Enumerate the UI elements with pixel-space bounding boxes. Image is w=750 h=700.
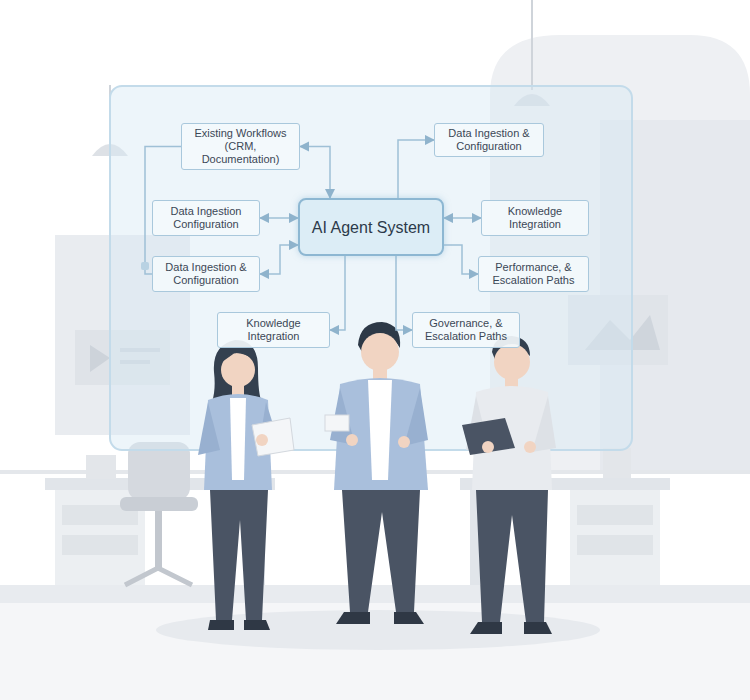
man-center-figure-part [361,333,399,371]
man-center-figure-part [325,415,349,431]
component-box: Data Ingestion & Configuration [152,256,260,292]
office-chair-part [155,511,162,571]
man-center-figure [325,322,428,624]
room-background-part [90,345,110,372]
woman-figure-part [252,418,294,456]
connector-line [396,256,412,330]
box-label: Data Ingestion & Configuration [159,261,253,287]
box-label: Governance, & Escalation Paths [419,317,513,343]
lamps-part [531,0,533,90]
man-right-figure-part [524,441,536,453]
desks-part [62,535,138,555]
man-center-figure-part [346,434,358,446]
man-right-figure-part [532,396,556,452]
box-label: Data Ingestion Configuration [159,205,253,231]
man-right-figure-part [524,622,552,634]
component-box: Existing Workflows (CRM, Documentation) [181,123,300,170]
man-center-figure-part [398,436,410,448]
component-box: Knowledge Integration [217,312,330,348]
box-label: AI Agent System [312,218,430,237]
office-chair [120,442,198,585]
room-background-part [0,585,750,603]
office-chair-part [125,568,192,585]
connector-joint [141,262,149,270]
man-center-figure-part [368,380,392,480]
component-box: Performance, & Escalation Paths [478,256,589,292]
room-background-part [0,585,750,700]
connector-line [444,217,481,219]
man-center-figure-part [336,612,370,624]
component-box: Governance, & Escalation Paths [412,312,520,348]
box-label: Performance, & Escalation Paths [485,261,582,287]
man-right-figure [462,336,556,634]
man-right-figure-part [462,418,515,455]
connector-line [300,147,330,199]
component-box: Knowledge Integration [481,200,589,236]
desks-part [577,505,653,525]
man-right-figure-part [482,441,494,453]
woman-figure-part [208,620,234,630]
woman-figure-part [244,620,270,630]
woman-figure-part [256,434,268,446]
connector-line [330,256,345,330]
box-label: Data Ingestion & Configuration [441,127,537,153]
woman-figure-part [230,398,246,480]
desks-part [86,455,116,479]
connector-line [398,140,434,198]
woman-figure-part [212,340,262,402]
woman-figure-part [210,490,268,620]
woman-figure-part [198,402,220,455]
connector-line [444,245,478,274]
box-label: Knowledge Integration [488,205,582,231]
central-system-box: AI Agent System [298,198,444,256]
component-box: Data Ingestion & Configuration [434,123,544,157]
box-label: Knowledge Integration [224,317,323,343]
component-box: Data Ingestion Configuration [152,200,260,236]
man-right-figure-part [470,622,502,634]
connector-line [260,217,298,219]
office-chair-part [120,497,198,511]
man-center-figure-part [362,330,398,344]
man-center-figure-part [394,612,424,624]
desks-part [570,490,660,585]
desks-part [603,448,631,478]
man-right-figure-part [494,344,530,380]
woman-figure [198,340,294,630]
box-label: Existing Workflows (CRM, Documentation) [188,127,293,166]
connector-line [260,245,298,274]
woman-figure-part [232,385,244,395]
woman-figure-part [222,352,255,362]
man-center-figure-part [342,490,420,612]
desks-part [577,535,653,555]
man-right-figure-part [476,490,548,622]
